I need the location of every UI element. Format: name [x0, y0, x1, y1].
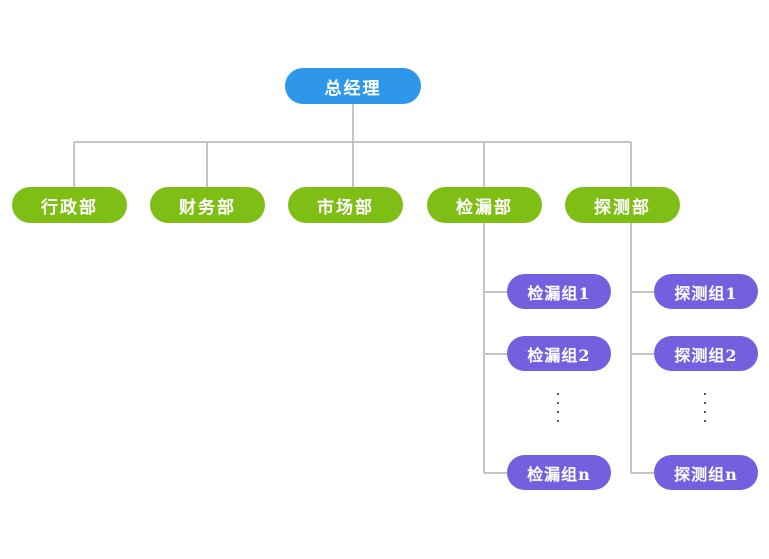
probe-group-2-node: 探测组2 [654, 336, 758, 371]
department-leak-detection-label: 检漏部 [456, 197, 513, 218]
department-market-label: 市场部 [317, 197, 374, 218]
probe-group-1-node: 探测组1 [654, 274, 758, 309]
leak-group-2-node: 检漏组2 [507, 336, 611, 371]
leak-group-n-node: 检漏组n [507, 455, 611, 490]
department-probe-label: 探测部 [594, 197, 651, 218]
department-finance-label: 财务部 [179, 197, 236, 218]
probe-group-1-label: 探测组1 [674, 283, 738, 303]
leak-group-1-node: 检漏组1 [507, 274, 611, 309]
department-admin-node: 行政部 [12, 187, 127, 223]
leak-groups-ellipsis [556, 393, 560, 429]
general-manager-label: 总经理 [324, 78, 382, 99]
leak-group-2-label: 检漏组2 [527, 345, 591, 365]
leak-group-1-label: 检漏组1 [527, 283, 591, 303]
department-finance-node: 财务部 [150, 187, 265, 223]
department-probe-node: 探测部 [565, 187, 680, 223]
probe-groups-ellipsis [703, 393, 707, 429]
department-market-node: 市场部 [288, 187, 403, 223]
department-admin-label: 行政部 [41, 197, 98, 218]
probe-group-n-label: 探测组n [674, 464, 738, 484]
department-leak-detection-node: 检漏部 [427, 187, 542, 223]
leak-group-n-label: 检漏组n [527, 464, 591, 484]
probe-group-n-node: 探测组n [654, 455, 758, 490]
general-manager-node: 总经理 [285, 68, 421, 104]
probe-group-2-label: 探测组2 [674, 345, 738, 365]
